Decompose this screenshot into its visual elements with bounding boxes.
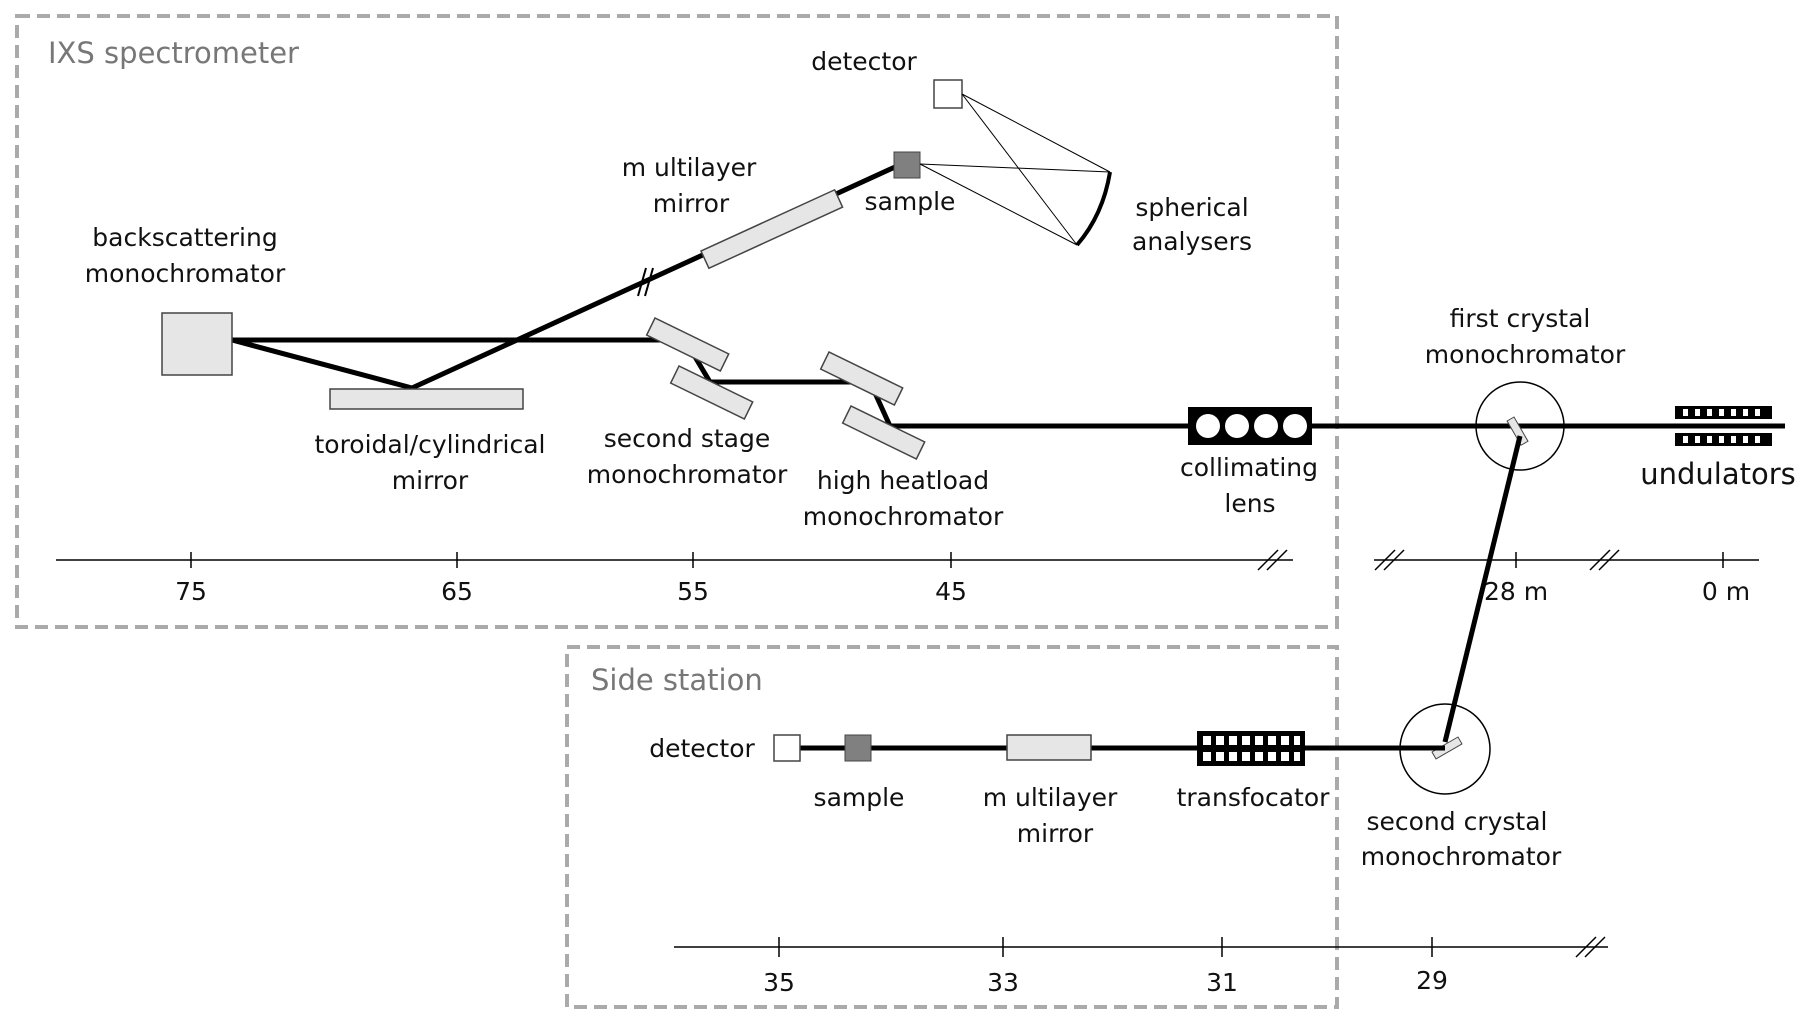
spherical-analysers	[1075, 171, 1112, 247]
bottom-tick-label: 31	[1206, 968, 1238, 997]
first-crystal-label-2: monochromator	[1425, 340, 1626, 369]
break-mark	[637, 267, 647, 297]
toroidal-label-1: toroidal/cylindrical	[314, 430, 545, 459]
side-multilayer-mirror	[1006, 734, 1092, 761]
high-heatload-crystal-1	[819, 350, 904, 407]
second-stage-crystal-1	[645, 316, 730, 373]
ixs-sample	[893, 151, 921, 179]
top-axis-ticks	[190, 552, 1724, 568]
ixs-multilayer-label-1: m ultilayer	[622, 153, 757, 182]
bottom-tick-label: 33	[987, 968, 1019, 997]
second-stage-label-1: second stage	[604, 424, 771, 453]
first-crystal-label-1: first crystal	[1450, 304, 1591, 333]
toroidal-cylindrical-mirror	[329, 388, 524, 410]
ixs-detector-label: detector	[811, 47, 917, 76]
bottom-axis-break	[1575, 936, 1606, 958]
ixs-multilayer-mirror	[700, 188, 844, 270]
second-crystal-label-1: second crystal	[1366, 807, 1547, 836]
bottom-tick-label: 29	[1416, 966, 1448, 995]
side-multilayer-label-2: mirror	[1017, 819, 1094, 848]
ixs-detector	[933, 79, 963, 109]
scatter-ray	[919, 163, 1111, 173]
high-heatload-label-1: high heatload	[817, 466, 989, 495]
side-sample-label: sample	[814, 783, 905, 812]
top-tick-label: 28 m	[1484, 577, 1548, 606]
side-station-title: Side station	[591, 663, 763, 697]
undulators-label: undulators	[1640, 457, 1796, 491]
side-detector	[773, 734, 801, 762]
first-crystal-monochromator	[1475, 381, 1565, 471]
beam-to-second-crystal	[1442, 435, 1523, 743]
second-crystal	[1431, 736, 1463, 760]
analyser-ray	[961, 93, 1078, 246]
second-stage-crystal-2	[669, 364, 754, 421]
undulators	[1675, 406, 1772, 446]
analysers-label-1: spherical	[1135, 193, 1248, 222]
bottom-axis-ticks	[778, 937, 1433, 957]
top-tick-label: 0 m	[1702, 577, 1750, 606]
break-mark	[644, 267, 654, 297]
second-crystal-label-2: monochromator	[1361, 842, 1562, 871]
ixs-spectrometer-box	[15, 14, 1339, 629]
beam-return-down	[231, 337, 413, 391]
top-tick-label: 45	[935, 577, 967, 606]
backscattering-label-2: monochromator	[85, 259, 286, 288]
scatter-ray	[919, 163, 1078, 246]
second-stage-label-2: monochromator	[587, 460, 788, 489]
backscattering-label-1: backscattering	[92, 223, 277, 252]
collimating-label-1: collimating	[1180, 453, 1318, 482]
ixs-title: IXS spectrometer	[48, 36, 299, 70]
toroidal-label-2: mirror	[392, 466, 469, 495]
side-sample	[844, 734, 872, 762]
transfocator	[1197, 731, 1305, 766]
high-heatload-label-2: monochromator	[803, 502, 1004, 531]
collimating-label-2: lens	[1224, 489, 1275, 518]
ixs-multilayer-label-2: mirror	[653, 189, 730, 218]
analyser-ray	[961, 93, 1111, 173]
side-station-box	[565, 645, 1339, 1009]
top-tick-label: 75	[175, 577, 207, 606]
backscattering-monochromator	[161, 312, 233, 376]
bottom-tick-label: 35	[763, 968, 795, 997]
analysers-label-2: analysers	[1132, 227, 1252, 256]
first-crystal	[1506, 416, 1529, 446]
ixs-sample-label: sample	[865, 187, 956, 216]
side-multilayer-label-1: m ultilayer	[983, 783, 1118, 812]
top-tick-label: 65	[441, 577, 473, 606]
collimating-lens	[1188, 407, 1312, 445]
top-tick-label: 55	[677, 577, 709, 606]
top-axis-breaks	[1257, 549, 1620, 571]
transfocator-label: transfocator	[1177, 783, 1331, 812]
high-heatload-crystal-2	[841, 404, 926, 461]
side-detector-label: detector	[649, 734, 755, 763]
